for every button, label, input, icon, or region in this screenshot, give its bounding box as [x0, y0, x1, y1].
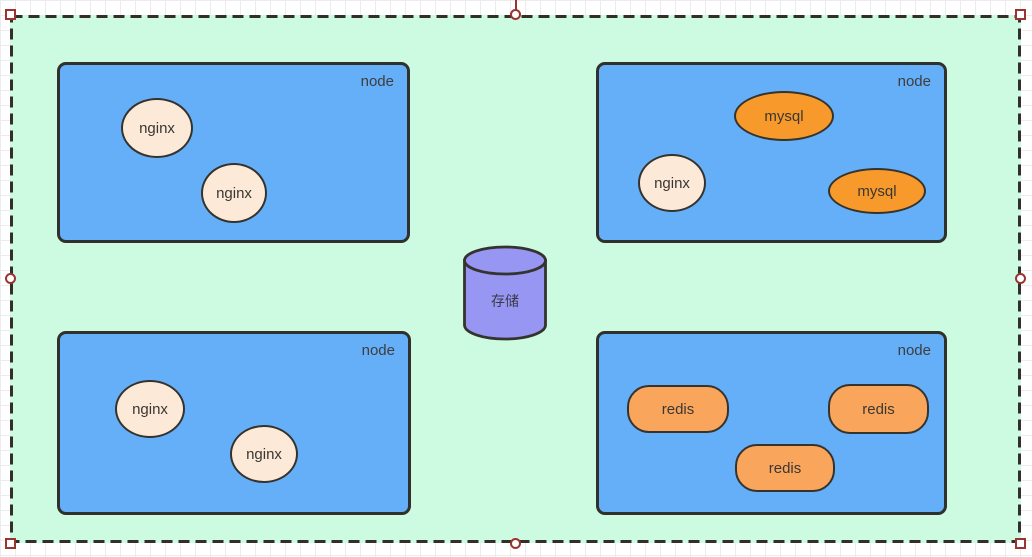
selection-handle-bottom-middle[interactable]	[510, 538, 521, 549]
node-label: node	[897, 342, 931, 359]
node-box-top-left[interactable]: node nginx nginx	[57, 62, 410, 243]
selection-handle-bottom-left[interactable]	[5, 538, 16, 549]
node-label: node	[897, 73, 931, 90]
pod-nginx[interactable]: nginx	[638, 154, 706, 212]
cylinder-icon	[463, 245, 547, 341]
pod-nginx[interactable]: nginx	[230, 425, 298, 483]
node-label: node	[361, 342, 395, 359]
pod-mysql[interactable]: mysql	[734, 91, 834, 141]
selection-handle-middle-right[interactable]	[1015, 273, 1026, 284]
pod-mysql[interactable]: mysql	[828, 168, 926, 214]
selection-handle-top-middle[interactable]	[510, 9, 521, 20]
selection-handle-middle-left[interactable]	[5, 273, 16, 284]
storage-cylinder[interactable]: 存储	[463, 245, 547, 341]
node-label: node	[360, 73, 394, 90]
selection-stem	[515, 0, 517, 10]
selection-handle-bottom-right[interactable]	[1015, 538, 1026, 549]
pod-redis[interactable]: redis	[627, 385, 729, 433]
storage-label: 存储	[491, 293, 519, 309]
pod-nginx[interactable]: nginx	[201, 163, 267, 223]
pod-redis[interactable]: redis	[735, 444, 835, 492]
node-box-bottom-left[interactable]: node nginx nginx	[57, 331, 411, 515]
node-box-bottom-right[interactable]: node redis redis redis	[596, 331, 947, 515]
selection-handle-top-right[interactable]	[1015, 9, 1026, 20]
pod-nginx[interactable]: nginx	[121, 98, 193, 158]
pod-redis[interactable]: redis	[828, 384, 929, 434]
pod-nginx[interactable]: nginx	[115, 380, 185, 438]
selection-handle-top-left[interactable]	[5, 9, 16, 20]
node-box-top-right[interactable]: node mysql nginx mysql	[596, 62, 947, 243]
